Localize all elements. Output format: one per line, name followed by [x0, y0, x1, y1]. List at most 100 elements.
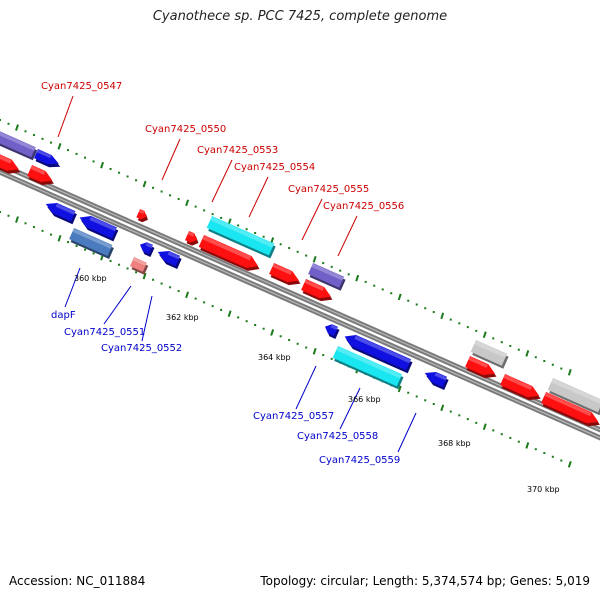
tick-minor-mark — [415, 395, 418, 398]
feature-pseudo-0560 — [470, 340, 509, 369]
feature-other-0546 — [0, 131, 38, 161]
tick-minor-mark — [339, 269, 342, 272]
tick-minor-mark — [0, 211, 1, 213]
tick-minor-mark — [254, 231, 257, 234]
tick-minor-mark — [126, 267, 129, 270]
scale-label: 366 kbp — [348, 395, 381, 404]
gene-label-Cyan7425_0555[interactable]: Cyan7425_0555 — [288, 184, 369, 195]
tick-minor-mark — [500, 341, 503, 344]
feature-cds-0554 — [198, 235, 260, 271]
tick-minor-mark — [534, 448, 537, 451]
callout-line — [248, 176, 269, 218]
callout-line — [141, 295, 153, 342]
callout-line — [301, 198, 323, 241]
callout-line — [57, 95, 74, 138]
gene-label-Cyan7425_0558[interactable]: Cyan7425_0558 — [297, 431, 378, 442]
scale-tick-rows — [0, 119, 572, 468]
feature-cds-0547 — [0, 154, 21, 174]
callout-line — [295, 365, 317, 410]
tick-major-mark — [270, 329, 275, 336]
tick-minor-mark — [7, 122, 10, 125]
callout-line — [103, 285, 132, 325]
tick-minor-mark — [475, 329, 478, 332]
tick-minor-mark — [177, 198, 180, 201]
feature-cds-rev-0549 — [79, 216, 119, 242]
tick-minor-mark — [67, 241, 70, 244]
feature-cds-0556 — [301, 279, 333, 302]
gene-label-Cyan7425_0551[interactable]: Cyan7425_0551 — [64, 327, 145, 338]
tick-minor-mark — [24, 130, 27, 133]
feature-pseudo-0552 — [130, 257, 149, 275]
callout-line — [339, 387, 361, 430]
tick-major-mark — [57, 235, 62, 242]
tick-minor-mark — [322, 262, 325, 265]
feature-rna-0553 — [206, 216, 276, 259]
tick-minor-mark — [118, 171, 121, 174]
tick-minor-mark — [7, 214, 10, 217]
tick-major-mark — [15, 216, 19, 223]
tick-minor-mark — [449, 410, 452, 413]
tick-minor-mark — [237, 224, 240, 227]
tick-minor-mark — [135, 179, 138, 182]
accession-text: Accession: NC_011884 — [9, 574, 146, 588]
scale-label: 364 kbp — [258, 353, 291, 362]
tick-major-mark — [100, 161, 105, 169]
tick-minor-mark — [109, 167, 112, 170]
gene-features — [0, 131, 600, 427]
tick-minor-mark — [305, 346, 308, 349]
gene-label-Cyan7425_0550[interactable]: Cyan7425_0550 — [145, 124, 226, 135]
tick-minor-mark — [390, 292, 393, 295]
tick-major-mark — [397, 293, 402, 301]
tick-minor-mark — [160, 190, 163, 193]
feature-cds-0555 — [269, 263, 301, 286]
tick-minor-mark — [560, 459, 563, 462]
tick-minor-mark — [432, 403, 435, 406]
scale-label: 360 kbp — [74, 274, 107, 283]
tick-major-mark — [525, 350, 530, 357]
tick-minor-mark — [288, 339, 291, 342]
tick-major-mark — [185, 291, 190, 299]
tick-minor-mark — [160, 282, 163, 285]
tick-minor-mark — [500, 433, 503, 436]
gene-label-Cyan7425_0552[interactable]: Cyan7425_0552 — [101, 343, 182, 354]
feature-cds-rev-0551 — [140, 242, 155, 257]
feature-cds-0561 — [500, 374, 541, 401]
callout-line — [64, 267, 81, 308]
tick-minor-mark — [220, 308, 223, 311]
gene-label-Cyan7425_0553[interactable]: Cyan7425_0553 — [197, 145, 278, 156]
feature-pseudo-0562 — [547, 378, 600, 416]
tick-minor-mark — [543, 451, 546, 454]
tick-minor-mark — [509, 436, 512, 439]
gene-label-dapF[interactable]: dapF — [51, 310, 76, 321]
tick-major-mark — [312, 256, 317, 263]
tick-minor-mark — [279, 243, 282, 246]
tick-minor-mark — [152, 186, 155, 189]
tick-minor-mark — [92, 160, 95, 163]
tick-minor-mark — [262, 235, 265, 238]
tick-minor-mark — [254, 323, 257, 326]
gene-label-Cyan7425_0554[interactable]: Cyan7425_0554 — [234, 162, 315, 173]
tick-major-mark — [15, 124, 19, 131]
tick-minor-mark — [33, 134, 36, 137]
tick-minor-mark — [458, 322, 461, 325]
tick-major-mark — [312, 348, 317, 355]
feature-other-0556 — [308, 263, 346, 291]
tick-minor-mark — [296, 342, 299, 345]
gene-label-Cyan7425_0556[interactable]: Cyan7425_0556 — [323, 201, 404, 212]
tick-minor-mark — [347, 273, 350, 276]
gene-label-Cyan7425_0547[interactable]: Cyan7425_0547 — [41, 81, 122, 92]
tick-minor-mark — [449, 318, 452, 321]
tick-minor-mark — [245, 320, 248, 323]
tick-major-mark — [185, 199, 190, 207]
tick-minor-mark — [84, 248, 87, 251]
tick-minor-mark — [424, 399, 427, 402]
tick-minor-mark — [220, 216, 223, 219]
tick-minor-mark — [296, 250, 299, 253]
tick-minor-mark — [169, 194, 172, 197]
gene-label-Cyan7425_0557[interactable]: Cyan7425_0557 — [253, 411, 334, 422]
callout-line — [337, 215, 358, 257]
gene-label-Cyan7425_0559[interactable]: Cyan7425_0559 — [319, 455, 400, 466]
tick-major-mark — [482, 423, 487, 430]
